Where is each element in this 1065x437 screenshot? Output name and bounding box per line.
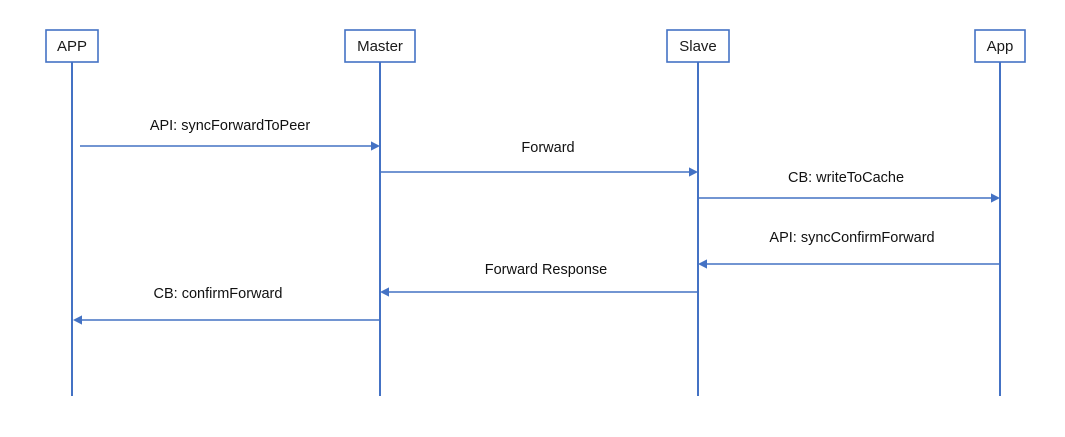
actor-box-master[interactable] [344,29,416,63]
message-m3[interactable]: CB: writeToCache [699,170,1000,203]
arrow-head-m1 [371,141,380,151]
message-m2[interactable]: Forward [381,140,698,177]
actor-box-slave[interactable] [666,29,730,63]
arrow-head-m3 [991,193,1000,203]
message-m6[interactable]: CB: confirmForward [73,286,380,325]
message-label-m3: CB: writeToCache [788,170,904,186]
arrow-head-m2 [689,167,698,177]
arrow-head-m5 [380,287,389,297]
message-label-m4: API: syncConfirmForward [769,230,934,246]
actor-label-app_left: APP [57,38,87,55]
lifeline-app_left: APP [45,29,99,396]
message-label-m2: Forward [521,140,574,156]
lifeline-slave: Slave [666,29,730,396]
arrow-head-m6 [73,315,82,325]
message-m1[interactable]: API: syncForwardToPeer [80,118,380,151]
actor-box-app_right[interactable] [974,29,1026,63]
message-m5[interactable]: Forward Response [380,262,698,297]
lifeline-app_right: App [974,29,1026,396]
message-label-m5: Forward Response [485,262,608,278]
message-m4[interactable]: API: syncConfirmForward [698,230,1000,269]
message-label-m1: API: syncForwardToPeer [150,118,311,134]
lifeline-master: Master [344,29,416,396]
actor-box-app_left[interactable] [45,29,99,63]
actor-label-master: Master [357,38,403,55]
actor-label-slave: Slave [679,38,717,55]
lifelines-layer: APP Master Slave App [45,29,1026,396]
arrow-head-m4 [698,259,707,269]
message-label-m6: CB: confirmForward [154,286,283,302]
actor-label-app_right: App [987,38,1014,55]
